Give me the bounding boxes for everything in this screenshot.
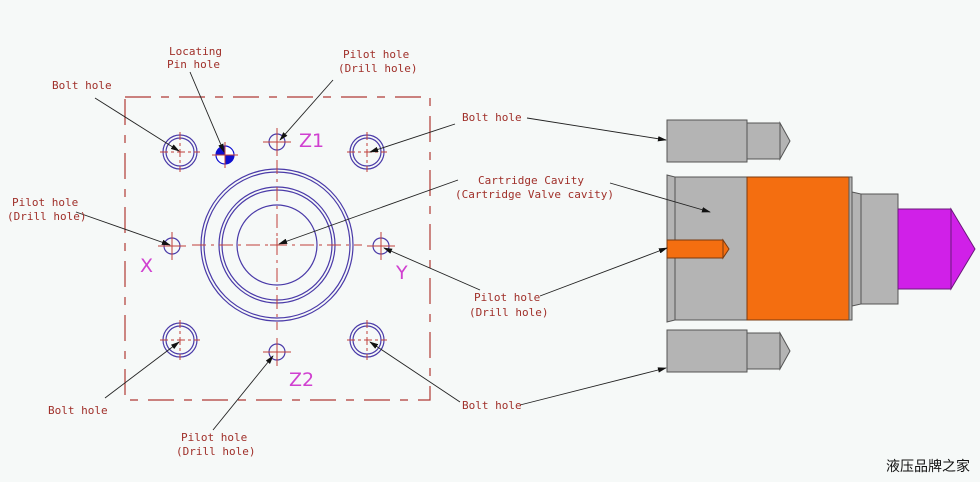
bolt-hole-tl: [160, 132, 200, 172]
port-z2-label: Z2: [289, 369, 314, 391]
cartridge-valve-body: [746, 176, 850, 321]
cartridge-cavity-label-1: Cartridge Cavity: [478, 174, 584, 187]
bolt-holes: [160, 132, 387, 360]
valve-body: [666, 174, 976, 323]
bolt-hole-label: Bolt hole: [462, 111, 522, 124]
pilot-hole-x-label-2: (Drill hole): [7, 210, 86, 223]
bolt-hole-label: Bolt hole: [462, 399, 522, 412]
pilot-hole-z2-label-1: Pilot hole: [181, 431, 247, 444]
port-z1-label: Z1: [299, 130, 324, 152]
watermark: 液压品牌之家: [886, 459, 970, 475]
cartridge-cavity-label-2: (Cartridge Valve cavity): [455, 188, 614, 201]
locating-pin-label-1: Locating: [169, 45, 222, 58]
leader-lines: [75, 71, 711, 431]
port-y-label: Y: [395, 262, 408, 284]
port-x-label: X: [140, 255, 153, 277]
pilot-hole-z2-label-2: (Drill hole): [176, 445, 255, 458]
block-outline: [124, 96, 431, 401]
pilot-hole-z1-label-1: Pilot hole: [343, 48, 409, 61]
pilot-holes: [158, 128, 395, 366]
pilot-hole-z1-label-2: (Drill hole): [338, 62, 417, 75]
cavity-plan-view: Z1 Z2 X Y: [124, 96, 431, 401]
bolt-hole-label: Bolt hole: [48, 404, 108, 417]
bolt-hole-br: [347, 320, 387, 360]
bolt-hole-tr: [347, 132, 387, 172]
cartridge-section-view: [666, 119, 976, 373]
bolt-hole-bl: [160, 320, 200, 360]
pilot-hole-y-label-1: Pilot hole: [474, 291, 540, 304]
pilot-drill-hole-section: [666, 239, 724, 259]
locating-pin-hole: [212, 142, 238, 168]
pilot-hole-x-label-1: Pilot hole: [12, 196, 78, 209]
cartridge-cavity-circles: [192, 160, 362, 330]
bolt-top: [666, 119, 791, 163]
pilot-hole-y-label-2: (Drill hole): [469, 306, 548, 319]
locating-pin-label-2: Pin hole: [167, 58, 220, 71]
callout-labels: Bolt hole Locating Pin hole Pilot hole (…: [7, 45, 614, 458]
bolt-hole-label: Bolt hole: [52, 79, 112, 92]
bolt-bottom: [666, 329, 791, 373]
spool: [897, 208, 952, 290]
